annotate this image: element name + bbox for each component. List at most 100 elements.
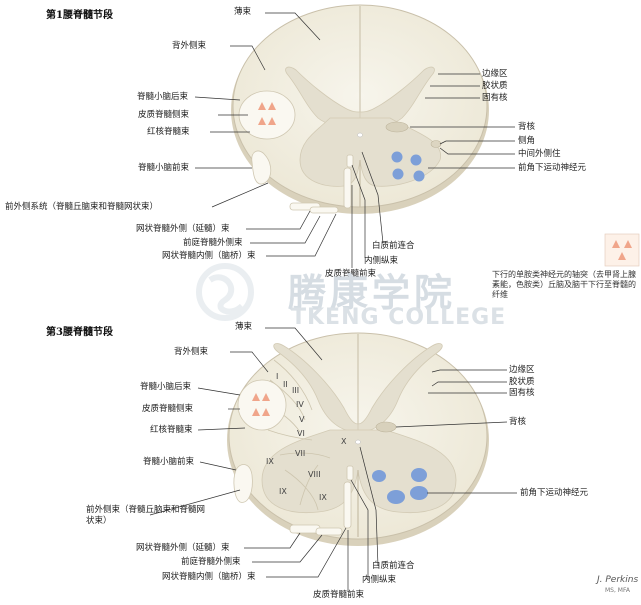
lamina-label: I	[276, 372, 279, 381]
l1-label-white-commissure: 白质前连合	[372, 241, 415, 251]
l3-motor-neuron	[410, 486, 428, 500]
legend-note: 下行的单胺类神经元的轴突（去甲肾上腺素能，色胺类）丘脑及脑干下行至脊髓的纤维	[492, 270, 636, 299]
l3-label-nucleus-proprius: 固有核	[509, 388, 535, 398]
l1-label-lateral-corticospinal: 皮质脊髓侧束	[138, 110, 190, 120]
l3-monoamine-triangle	[252, 393, 260, 401]
l3-monoamine-triangle	[252, 408, 260, 416]
l3-monoamine-triangle	[262, 393, 270, 401]
watermark-logo	[196, 263, 254, 321]
l1-label-medial-longitudinal: 内侧纵束	[364, 256, 399, 266]
lamina-label: III	[292, 386, 300, 395]
l1-section	[231, 4, 489, 214]
l1-intermediolateral-nucleus	[430, 140, 442, 148]
l3-label-dorsolateral-fasciculus: 背外侧束	[174, 347, 209, 357]
l3-label-dorsal-nucleus: 背核	[509, 417, 527, 427]
l3-label-fasciculus-gracilis: 薄束	[235, 322, 253, 332]
l3-leader-lines	[149, 327, 517, 592]
l3-label-posterior-spinocerebellar: 脊髓小脑后束	[140, 382, 192, 392]
l3-section	[227, 332, 489, 546]
l3-medial-longitudinal-fasciculus	[346, 465, 354, 481]
l1-monoamine-triangle	[258, 102, 266, 110]
lamina-label: V	[299, 415, 305, 424]
l3-dorsal-horns	[273, 343, 443, 433]
legend-triangle	[612, 240, 620, 248]
l3-label-anterior-spinocerebellar: 脊髓小脑前束	[143, 457, 195, 467]
l1-anterior-spinocerebellar-tract	[251, 150, 272, 185]
l3-lamina-borders	[267, 359, 331, 511]
l1-title: 第1腰脊髓节段	[46, 10, 113, 21]
l1-motor-neuron	[392, 168, 404, 180]
artist-signature: J. Perkins	[597, 575, 639, 585]
l1-label-lateral-horn: 侧角	[518, 136, 536, 146]
legend-triangle	[624, 240, 632, 248]
l3-label-lateral-corticospinal: 皮质脊髓侧束	[142, 404, 194, 414]
l1-motor-neuron	[410, 154, 422, 166]
l1-monoamine-triangle	[268, 102, 276, 110]
l3-label-substantia-gelatinosa: 胶状质	[509, 377, 535, 387]
artist-credentials: MS, MFA	[605, 587, 630, 594]
lamina-label: IX	[279, 487, 287, 496]
l1-label-nucleus-proprius: 固有核	[482, 93, 508, 103]
legend-triangle	[618, 252, 626, 260]
l1-label-motor-neurons: 前角下运动神经元	[518, 163, 587, 173]
lamina-label: IV	[296, 400, 304, 409]
l3-label-lateral-vestibulospinal: 前庭脊髓外侧束	[181, 557, 241, 567]
legend-swatch	[604, 233, 640, 267]
l3-label-lateral-reticulospinal: 网状脊髓外侧（延髓）束	[136, 543, 230, 553]
lamina-label: VIII	[308, 470, 321, 479]
l3-label-white-commissure: 白质前连合	[372, 561, 415, 571]
lamina-label: IX	[319, 493, 327, 502]
l1-label-posterior-spinocerebellar: 脊髓小脑后束	[137, 92, 189, 102]
l3-central-canal	[355, 439, 361, 445]
l3-label-marginal-zone: 边缘区	[509, 365, 535, 375]
l1-vestibulospinal-tract	[309, 206, 339, 214]
l3-anterior-spinocerebellar-tract	[233, 464, 253, 503]
l3-label-motor-neurons: 前角下运动神经元	[520, 488, 589, 498]
l3-label-anterolateral-system: 前外侧束（脊髓丘脑束和脊髓网状束）	[86, 505, 206, 526]
l1-medial-longitudinal-fasciculus	[346, 154, 354, 168]
lamina-label: II	[283, 380, 288, 389]
l1-motor-neuron	[413, 170, 425, 182]
l3-monoamine-triangle	[262, 408, 270, 416]
l1-label-substantia-gelatinosa: 胶状质	[482, 81, 508, 91]
watermark-en: TKENG COLLEGE	[291, 305, 507, 330]
l3-label-medial-reticulospinal: 网状脊髓内侧（脑桥）束	[162, 572, 256, 582]
l1-dorsal-horns	[285, 66, 435, 126]
l1-label-anterior-corticospinal: 皮质脊髓前束	[325, 269, 377, 279]
l1-label-medial-reticulospinal: 网状脊髓内侧（脑桥）束	[162, 251, 256, 261]
l3-motor-neuron	[411, 468, 427, 482]
lamina-label: VI	[297, 429, 305, 438]
l1-motor-neuron	[391, 151, 403, 163]
l3-label-rubrospinal: 红核脊髓束	[150, 425, 193, 435]
l3-motor-neuron	[387, 490, 405, 504]
l1-anterior-corticospinal-tract	[343, 167, 352, 209]
l1-monoamine-triangle	[258, 117, 266, 125]
l1-label-lateral-vestibulospinal: 前庭脊髓外侧束	[183, 238, 243, 248]
lamina-label: IX	[266, 457, 274, 466]
l1-label-lateral-reticulospinal: 网状脊髓外侧（延髓）束	[136, 224, 230, 234]
l1-central-canal	[357, 132, 363, 138]
l1-label-marginal-zone: 边缘区	[482, 69, 508, 79]
l1-dorsal-nucleus	[385, 121, 409, 133]
lamina-label: VII	[295, 449, 306, 458]
l1-label-anterolateral-system: 前外侧系统（脊髓丘脑束和脊髓网状束）	[5, 202, 159, 212]
l1-label-fasciculus-gracilis: 薄束	[234, 7, 252, 17]
l3-motor-neuron	[372, 470, 386, 482]
l3-label-medial-longitudinal: 内侧纵束	[362, 575, 397, 585]
l1-label-anterior-spinocerebellar: 脊髓小脑前束	[138, 163, 190, 173]
l3-title: 第3腰脊髓节段	[46, 327, 113, 338]
watermark-cn: 腾康学院	[288, 271, 457, 315]
l1-monoamine-triangle	[268, 117, 276, 125]
l3-lateral-corticospinal-tract	[237, 379, 287, 431]
l3-label-anterior-corticospinal: 皮质脊髓前束	[313, 590, 365, 600]
lamina-label: X	[341, 437, 347, 446]
l3-anterior-corticospinal-tract	[343, 481, 352, 529]
l3-vestibulospinal-tract	[315, 527, 343, 536]
l1-label-rubrospinal: 红核脊髓束	[147, 127, 190, 137]
l1-label-dorsolateral-fasciculus: 背外侧束	[172, 41, 207, 51]
l1-label-intermediolateral: 中间外侧住	[518, 149, 561, 159]
l1-label-dorsal-nucleus: 背核	[518, 122, 536, 132]
l3-dorsal-nucleus	[375, 421, 397, 433]
l3-reticulospinal-tract	[289, 524, 321, 534]
